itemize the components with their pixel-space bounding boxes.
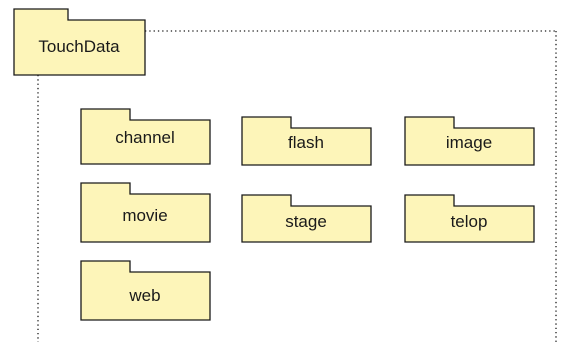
folder-icon: [80, 260, 211, 321]
folder-item[interactable]: stage: [241, 194, 372, 243]
folder-item[interactable]: flash: [241, 116, 372, 166]
folder-root[interactable]: TouchData: [13, 8, 146, 76]
folder-item[interactable]: web: [80, 260, 211, 321]
folder-label: flash: [288, 133, 324, 152]
folder-icon: [404, 194, 535, 243]
folder-label: stage: [285, 212, 327, 231]
container-outline: [37, 30, 557, 342]
folder-item[interactable]: movie: [80, 182, 211, 243]
folder-item[interactable]: channel: [80, 108, 211, 165]
folder-label: web: [128, 286, 160, 305]
folder-icon: [404, 116, 535, 166]
folder-icon: [13, 8, 146, 76]
folder-label: channel: [115, 128, 175, 147]
folder-label: image: [446, 133, 492, 152]
folder-label: telop: [451, 212, 488, 231]
folder-label: movie: [122, 206, 167, 225]
folder-root-label: TouchData: [38, 37, 120, 56]
folder-icon: [241, 194, 372, 243]
folder-icon: [80, 182, 211, 243]
folder-icon: [80, 108, 211, 165]
folder-item[interactable]: telop: [404, 194, 535, 243]
folder-item[interactable]: image: [404, 116, 535, 166]
folder-icon: [241, 116, 372, 166]
